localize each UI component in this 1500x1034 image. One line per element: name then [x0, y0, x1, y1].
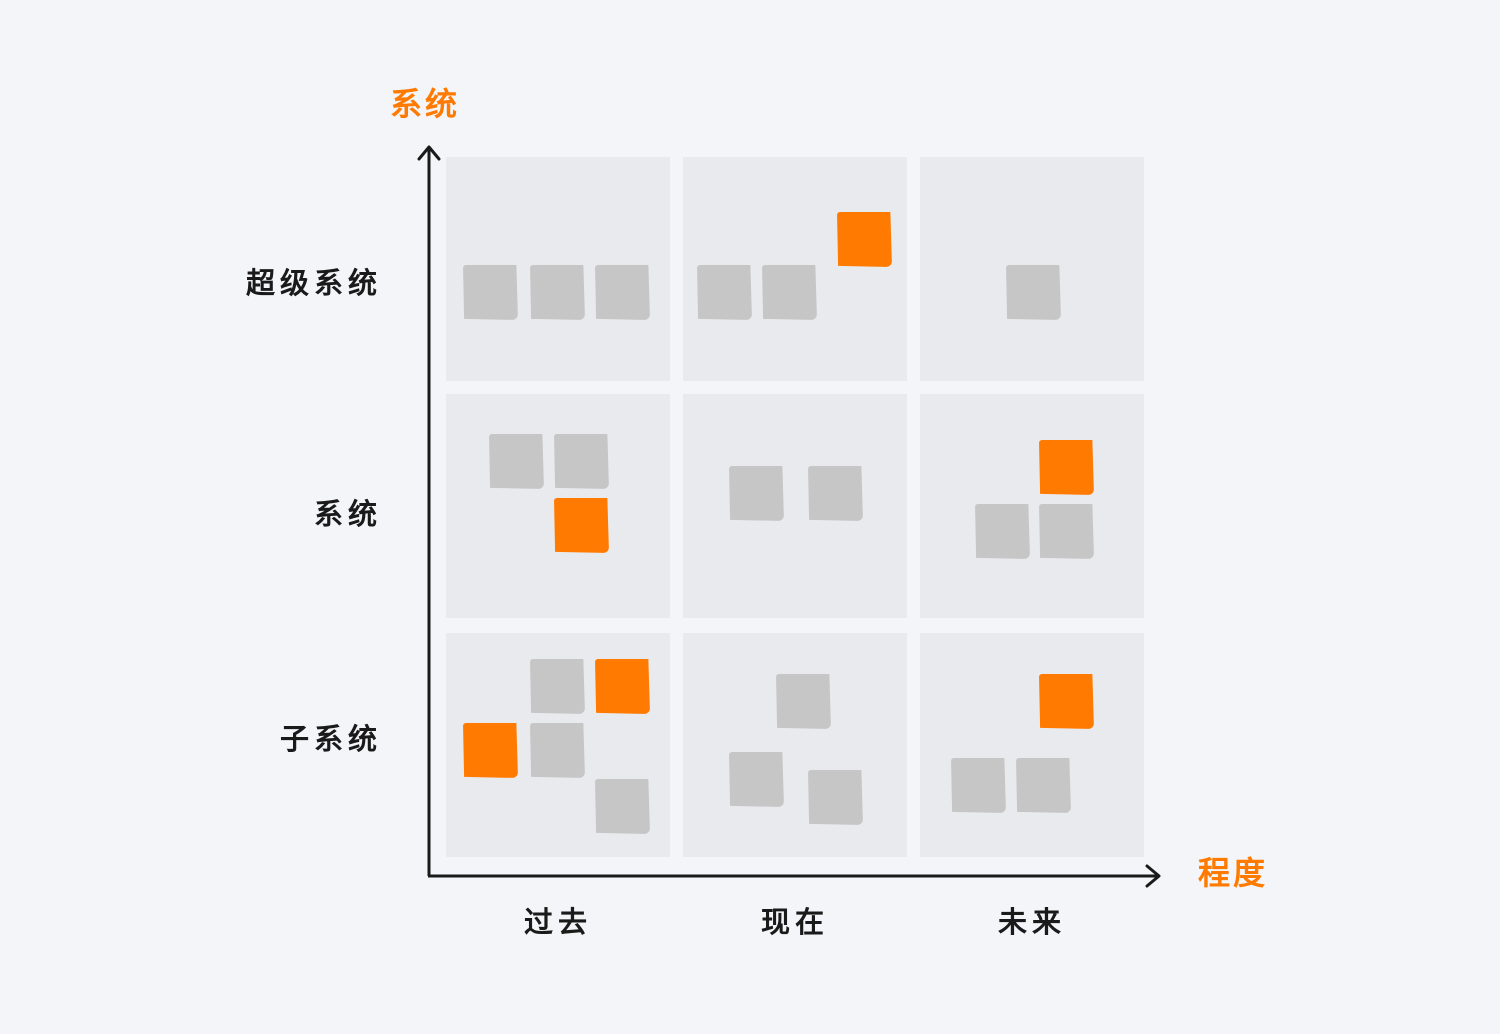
sticky-note-gray	[463, 265, 518, 320]
sticky-note-gray	[808, 770, 863, 825]
row-label-subsystem: 子系统	[279, 722, 382, 756]
sticky-note-gray	[530, 723, 585, 778]
sticky-note-gray	[1016, 758, 1071, 813]
x-axis-title: 程度	[1198, 854, 1269, 892]
sticky-note-gray	[595, 779, 650, 834]
cell-system-future	[920, 394, 1144, 618]
cell-system-present	[683, 394, 907, 618]
col-label-past: 过去	[523, 905, 592, 939]
cell-subsystem-present	[683, 633, 907, 857]
sticky-note-gray	[530, 659, 585, 714]
col-label-future: 未来	[997, 905, 1066, 939]
sticky-note-gray	[762, 265, 817, 320]
col-label-present: 现在	[760, 905, 829, 939]
row-label-system: 系统	[313, 497, 382, 531]
sticky-note-gray	[489, 434, 544, 489]
sticky-note-gray	[554, 434, 609, 489]
sticky-note-orange	[1039, 440, 1094, 495]
sticky-note-orange	[463, 723, 518, 778]
sticky-note-gray	[951, 758, 1006, 813]
sticky-note-gray	[729, 466, 784, 521]
y-axis-title: 系统	[390, 85, 461, 123]
y-axis-arrow-icon	[417, 145, 441, 161]
sticky-note-gray	[729, 752, 784, 807]
cell-system-past	[446, 394, 670, 618]
sticky-note-gray	[697, 265, 752, 320]
sticky-note-gray	[1006, 265, 1061, 320]
sticky-note-gray	[776, 674, 831, 729]
sticky-note-orange	[595, 659, 650, 714]
row-label-super-system: 超级系统	[245, 266, 382, 300]
cell-subsystem-future	[920, 633, 1144, 857]
sticky-note-orange	[554, 498, 609, 553]
sticky-note-gray	[1039, 504, 1094, 559]
cell-super-system-future	[920, 157, 1144, 381]
sticky-note-gray	[808, 466, 863, 521]
x-axis-arrow-icon	[1145, 864, 1161, 888]
cell-super-system-past	[446, 157, 670, 381]
sticky-note-orange	[1039, 674, 1094, 729]
sticky-note-gray	[595, 265, 650, 320]
sticky-note-gray	[975, 504, 1030, 559]
cell-subsystem-past	[446, 633, 670, 857]
sticky-note-orange	[837, 212, 892, 267]
cell-super-system-present	[683, 157, 907, 381]
sticky-note-gray	[530, 265, 585, 320]
